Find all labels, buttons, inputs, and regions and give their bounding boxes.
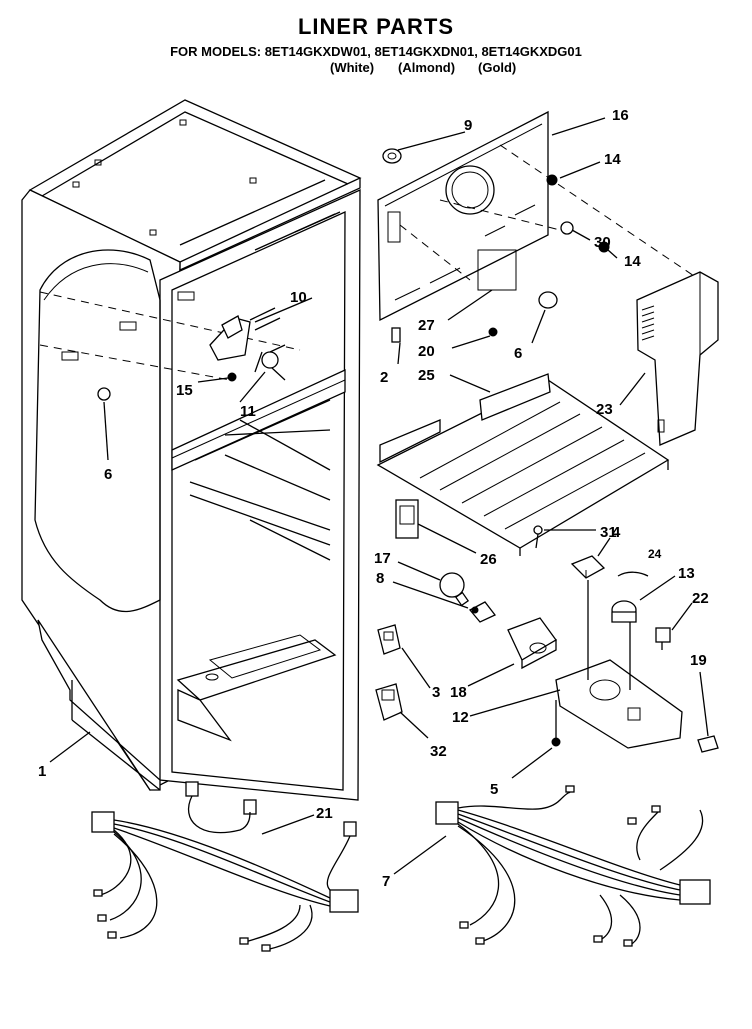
control-housing-12 (555, 580, 683, 749)
callout-11: 11 (240, 403, 256, 420)
air-duct-23 (636, 271, 719, 446)
shelf-25 (376, 373, 670, 556)
callout-19: 19 (690, 652, 707, 669)
fan-light-assembly (209, 307, 286, 382)
callout-27: 27 (418, 317, 435, 334)
callout-1: 1 (38, 763, 46, 780)
light-shield-18 (507, 617, 557, 670)
callout-14b: 14 (624, 253, 641, 270)
callout-7: 7 (382, 873, 390, 890)
screw-14b (598, 241, 610, 253)
knob-22 (655, 627, 671, 650)
callout-8: 8 (376, 570, 384, 587)
callout-22: 22 (692, 590, 709, 607)
callout-12: 12 (452, 709, 469, 726)
color-white: (White) (330, 60, 375, 75)
screw-31 (533, 525, 543, 549)
color-almond: (Almond) (398, 60, 456, 75)
screw-5 (551, 700, 561, 747)
screw-14a (546, 174, 558, 186)
callout-21: 21 (316, 805, 333, 822)
callout-18: 18 (450, 684, 467, 701)
callout-23: 23 (596, 401, 613, 418)
leader-lines (49, 117, 709, 875)
screw-20 (488, 327, 498, 337)
color-gold: (Gold) (478, 60, 517, 75)
clip-2 (391, 327, 401, 343)
grommet-9 (382, 148, 402, 164)
callout-20: 20 (418, 343, 435, 360)
callout-5: 5 (490, 781, 498, 798)
callout-10: 10 (290, 289, 307, 306)
callout-2: 2 (380, 369, 388, 386)
callout-25: 25 (418, 367, 435, 384)
callout-4: 4 (612, 524, 621, 541)
part-19 (697, 735, 719, 753)
part-32 (375, 683, 403, 721)
callout-31: 31 (600, 524, 617, 541)
callout-labels: 1 2 3 4 5 6 6 7 8 9 10 11 12 13 14 14 15… (38, 107, 709, 890)
callout-24: 24 (648, 547, 662, 561)
callout-9: 9 (464, 117, 472, 134)
callout-3: 3 (432, 684, 440, 701)
evaporator-cover (377, 110, 701, 322)
plug-6-left (97, 387, 111, 401)
callout-15: 15 (176, 382, 193, 399)
models-line: FOR MODELS: 8ET14GKXDW01, 8ET14GKXDN01, … (170, 44, 582, 59)
callout-6-left: 6 (104, 466, 112, 483)
plug-6-right (538, 291, 558, 309)
callout-17: 17 (374, 550, 391, 567)
callout-32: 32 (430, 743, 447, 760)
socket-8 (468, 601, 497, 623)
callout-30: 30 (594, 234, 611, 251)
callout-26: 26 (480, 551, 497, 568)
wire-harness-7 (435, 785, 711, 947)
diagram-title: LINER PARTS (297, 14, 455, 39)
switch-26 (395, 499, 419, 539)
callout-6-right: 6 (514, 345, 522, 362)
cabinet-liner (21, 99, 362, 801)
callout-14a: 14 (604, 151, 621, 168)
nut-30 (560, 221, 574, 235)
wire-harness-21 (91, 781, 359, 952)
bulb-17 (439, 572, 470, 607)
callout-13: 13 (678, 565, 695, 582)
thermostat-13 (611, 600, 637, 623)
part-24 (617, 571, 649, 577)
callout-16: 16 (612, 107, 629, 124)
part-3 (377, 624, 401, 655)
part-4 (570, 555, 606, 579)
